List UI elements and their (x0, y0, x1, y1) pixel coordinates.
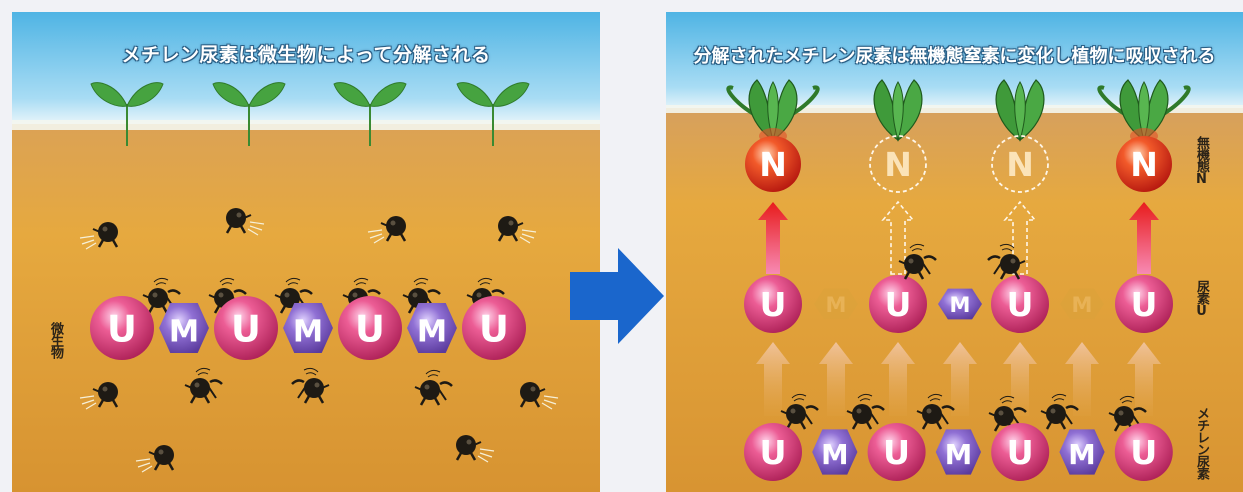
bead-letter: U (1007, 433, 1034, 472)
bead-letter: M (945, 439, 972, 471)
m-letter: M (1072, 293, 1093, 317)
panel-right-illustration: N N N N U U U U M M M U M U M U M U (666, 12, 1243, 492)
n-letter: N (1006, 145, 1034, 184)
inorganic-n-label: 無機態N (1194, 136, 1208, 186)
bead-letter: U (107, 307, 137, 350)
u-letter: U (1007, 285, 1034, 324)
bead-letter: M (417, 314, 447, 349)
urea-bead: U (744, 423, 802, 481)
bead-letter: M (169, 314, 199, 349)
n-letter: N (759, 145, 787, 184)
u-letter: U (885, 285, 912, 324)
urea-bead: U (90, 296, 154, 360)
right-panel-title: 分解されたメチレン尿素は無機態窒素に変化し植物に吸収される (666, 42, 1243, 68)
u-letter: U (1131, 285, 1158, 324)
bead-letter: U (231, 307, 261, 350)
left-panel-title: メチレン尿素は微生物によって分解される (12, 40, 600, 67)
bead-letter: U (355, 307, 385, 350)
urea-bead: U (991, 423, 1049, 481)
urea-bead: U (868, 423, 926, 481)
panel-nitrogen-uptake: N N N N U U U U M M M U M U M U M U 分解されたメチレン尿素は無機態窒素に変… (666, 12, 1243, 492)
u-letter: U (760, 285, 787, 324)
urea-bead: U (462, 296, 526, 360)
urea-bead: U (991, 275, 1049, 333)
right-arrow-icon (570, 248, 666, 344)
urea-bead: U (1115, 423, 1173, 481)
n-letter: N (1130, 145, 1158, 184)
urea-bead: U (338, 296, 402, 360)
bead-letter: U (759, 433, 786, 472)
m-letter: M (950, 293, 971, 317)
bead-letter: M (1068, 439, 1095, 471)
urea-u-label: 尿素U (1194, 280, 1208, 318)
inorganic-n-bead: N (1116, 136, 1172, 192)
microbe-label: 微生物 (48, 322, 62, 358)
bead-letter: U (1130, 433, 1157, 472)
urea-bead: U (1115, 275, 1173, 333)
methylene-urea-label: メチレン尿素 (1194, 407, 1208, 479)
urea-bead: U (869, 275, 927, 333)
inorganic-n-bead: N (745, 136, 801, 192)
urea-bead: U (214, 296, 278, 360)
urea-bead: U (744, 275, 802, 333)
n-letter: N (884, 145, 912, 184)
bead-letter: U (883, 433, 910, 472)
bead-letter: U (479, 307, 509, 350)
bead-letter: M (293, 314, 323, 349)
m-letter: M (826, 293, 847, 317)
bead-letter: M (821, 439, 848, 471)
